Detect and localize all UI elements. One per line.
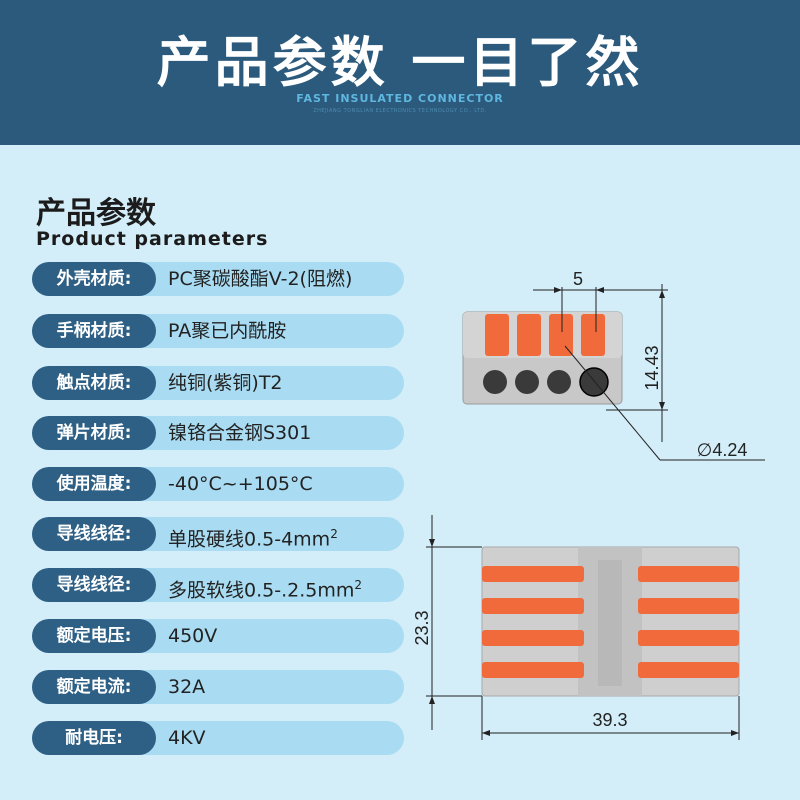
param-value: 32A (168, 676, 206, 698)
param-row: 耐电压: 4KV (32, 721, 404, 755)
param-label: 使用温度: (32, 467, 156, 501)
param-label: 导线线径: (32, 517, 156, 551)
dim-arrow (429, 539, 435, 547)
front-view-drawing: 5 14.43 ∅4.24 (462, 269, 765, 461)
param-label: 导线线径: (32, 568, 156, 602)
top-lever (482, 566, 584, 582)
param-label: 手柄材质: (32, 314, 156, 348)
top-center-slot (598, 560, 622, 686)
top-view-drawing: 23.3 39.3 (412, 515, 740, 740)
top-lever (482, 630, 584, 646)
width-dimension: 39.3 (592, 710, 627, 730)
front-lever (517, 314, 541, 356)
dim-arrow (659, 290, 665, 298)
param-value: PA聚已内酰胺 (168, 320, 287, 342)
dim-arrow (429, 696, 435, 704)
param-row: 导线线径: 单股硬线0.5-4mm2 (32, 517, 404, 551)
dim-arrow (482, 730, 490, 736)
height-dimension: 14.43 (642, 345, 662, 390)
param-value: 单股硬线0.5-4mm2 (168, 527, 338, 551)
wire-hole (515, 370, 539, 394)
depth-dimension: 23.3 (412, 610, 432, 645)
param-label: 弹片材质: (32, 416, 156, 450)
top-lever (638, 566, 739, 582)
pitch-dimension: 5 (573, 269, 583, 289)
top-lever (638, 662, 739, 678)
wire-hole (547, 370, 571, 394)
front-lever (485, 314, 509, 356)
top-lever (638, 598, 739, 614)
leader-line (564, 345, 661, 461)
param-value: 纯铜(紫铜)T2 (168, 372, 283, 394)
param-value: 450V (168, 625, 218, 647)
company-name: ZHEJIANG TONGLIAN ELECTRONICS TECHNOLOGY… (313, 108, 487, 114)
diameter-dimension: ∅4.24 (697, 440, 748, 460)
top-lever (482, 662, 584, 678)
param-label: 额定电压: (32, 619, 156, 653)
top-lever (638, 630, 739, 646)
dim-arrow (731, 730, 739, 736)
param-row: 导线线径: 多股软线0.5-.2.5mm2 (32, 568, 404, 602)
header-subtitle: FAST INSULATED CONNECTOR (296, 92, 504, 105)
param-row: 手柄材质: PA聚已内酰胺 (32, 314, 404, 348)
param-value: 镍铬合金钢S301 (168, 422, 312, 444)
param-label: 额定电流: (32, 670, 156, 704)
param-row: 使用温度: -40°C~+105°C (32, 467, 404, 501)
param-row: 触点材质: 纯铜(紫铜)T2 (32, 366, 404, 400)
header-banner: 产品参数 一目了然 FAST INSULATED CONNECTOR ZHEJI… (0, 0, 800, 145)
param-row: 弹片材质: 镍铬合金钢S301 (32, 416, 404, 450)
param-label: 耐电压: (32, 721, 156, 755)
section-title: 产品参数 (36, 196, 156, 231)
param-row: 外壳材质: PC聚碳酸酯V-2(阻燃) (32, 262, 404, 296)
param-row: 额定电流: 32A (32, 670, 404, 704)
param-label: 外壳材质: (32, 262, 156, 296)
param-row: 额定电压: 450V (32, 619, 404, 653)
front-lever (549, 314, 573, 356)
param-value: PC聚碳酸酯V-2(阻燃) (168, 268, 353, 290)
param-label: 触点材质: (32, 366, 156, 400)
param-value: 4KV (168, 727, 206, 749)
param-value: 多股软线0.5-.2.5mm2 (168, 578, 362, 602)
front-lever (581, 314, 605, 356)
page-title: 产品参数 一目了然 (156, 31, 644, 94)
top-lever (482, 598, 584, 614)
dim-arrow (659, 402, 665, 410)
section-subtitle: Product parameters (36, 228, 269, 250)
param-value: -40°C~+105°C (168, 473, 313, 495)
wire-hole (483, 370, 507, 394)
dim-arrow (554, 287, 562, 293)
